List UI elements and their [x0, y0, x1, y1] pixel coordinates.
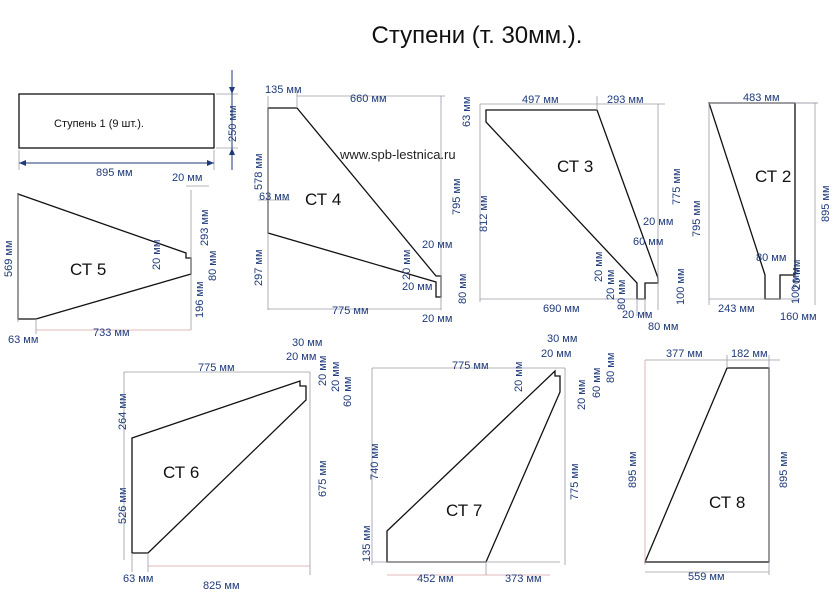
ct8-895b-label: 895 мм: [778, 451, 790, 488]
ct8-377-label: 377 мм: [666, 348, 703, 360]
ct4-20a-label: 20 мм: [422, 239, 452, 251]
step1-height-label: 250 мм: [227, 105, 239, 142]
page-title: Ступени (т. 30мм.).: [371, 22, 583, 49]
step1-label: Ступень 1 (9 шт.).: [54, 118, 144, 130]
ct3-690-label: 690 мм: [543, 303, 580, 315]
ct5-293-label: 293 мм: [199, 209, 211, 246]
ct5-outline: [17, 193, 192, 320]
ct6-name: СТ 6: [163, 463, 199, 482]
ct7-20c-label: 20 мм: [576, 380, 588, 410]
ct7-452-label: 452 мм: [417, 573, 454, 585]
ct3-812-label: 812 мм: [478, 195, 490, 232]
ct4-660-label: 660 мм: [350, 93, 387, 105]
ct7-135-label: 135 мм: [361, 525, 373, 562]
ct2-160-label: 160 мм: [780, 311, 817, 323]
ct6-30-label: 30 мм: [292, 337, 322, 349]
ct3-80a-label: 80 мм: [616, 280, 628, 310]
ct5-20b-label: 20 мм: [151, 240, 163, 270]
ct4-20c-label: 20 мм: [422, 313, 452, 325]
ct8-182-label: 182 мм: [731, 348, 768, 360]
ct4-20b2-label: 20 мм: [402, 281, 432, 293]
ct5-group: 569 мм 20 мм 293 мм 20 мм 80 мм 196 мм 6…: [3, 172, 219, 346]
ct2-243-label: 243 мм: [718, 303, 755, 315]
ct6-675-label: 675 мм: [317, 460, 329, 497]
step1-width-label: 895 мм: [96, 167, 133, 179]
ct6-825-label: 825 мм: [203, 580, 240, 592]
ct4-578-label: 578 мм: [253, 153, 265, 190]
ct3-293-label: 293 мм: [607, 94, 644, 106]
ct8-559-label: 559 мм: [688, 571, 725, 583]
ct3-group: 63 мм 497 мм 293 мм 812 мм 775 мм 20 мм …: [461, 94, 687, 333]
ct3-20d-label: 20 мм: [622, 309, 652, 321]
ct2-895-label: 895 мм: [820, 185, 832, 222]
ct6-60-label: 60 мм: [342, 377, 354, 407]
ct3-20a-label: 20 мм: [643, 216, 673, 228]
ct7-740-label: 740 мм: [369, 443, 381, 480]
ct6-526-label: 526 мм: [117, 487, 129, 524]
ct2-100-label: 100 мм: [790, 267, 802, 304]
ct3-775-label: 775 мм: [671, 168, 683, 205]
ct5-80-label: 80 мм: [207, 251, 219, 281]
ct7-outline: [386, 369, 561, 563]
ct8-name: СТ 8: [709, 493, 745, 512]
ct4-135-label: 135 мм: [265, 84, 302, 96]
ct7-60-label: 60 мм: [591, 368, 603, 398]
website-url: www.spb-lestnica.ru: [340, 147, 456, 162]
ct7-20b-label: 20 мм: [513, 362, 525, 392]
ct4-297-label: 297 мм: [253, 249, 265, 286]
ct2-795-label: 795 мм: [691, 200, 703, 237]
ct2-80-label: 80 мм: [756, 252, 786, 264]
ct7-name: СТ 7: [446, 501, 482, 520]
ct3-20c-label: 20 мм: [605, 270, 617, 300]
ct8-outline: [644, 367, 770, 563]
ct3-497-label: 497 мм: [522, 94, 559, 106]
ct7-30-label: 30 мм: [547, 333, 577, 345]
ct4-name: СТ 4: [305, 190, 341, 209]
ct6-63-label: 63 мм: [123, 573, 153, 585]
ct2-20-label: 20 мм: [791, 260, 803, 290]
ct7-group: 775 мм 30 мм 20 мм 20 мм 20 мм 60 мм 80 …: [361, 333, 617, 585]
ct4-795-label: 795 мм: [451, 178, 463, 215]
ct2-outline: [708, 102, 796, 300]
ct7-775b-label: 775 мм: [569, 463, 581, 500]
ct2-name: СТ 2: [755, 167, 791, 186]
ct3-name: СТ 3: [557, 157, 593, 176]
step1-outline: [18, 93, 215, 149]
ct6-20b-label: 20 мм: [317, 356, 329, 386]
step1-group: Ступень 1 (9 шт.). 895 мм 250 мм: [18, 70, 239, 179]
ct8-group: 377 мм 182 мм 895 мм 895 мм 559 мм СТ 8: [627, 348, 790, 583]
ct6-20c-label: 20 мм: [330, 362, 342, 392]
ct4-group: 135 мм 660 мм 578 мм 63 мм 297 мм 795 мм…: [253, 84, 469, 325]
ct3-100-label: 100 мм: [675, 268, 687, 305]
ct5-569-label: 569 мм: [3, 240, 15, 277]
ct7-80-label: 80 мм: [605, 353, 617, 383]
ct5-63-label: 63 мм: [8, 334, 38, 346]
ct6-group: 775 мм 30 мм 20 мм 20 мм 20 мм 60 мм 264…: [117, 337, 354, 592]
ct7-373-label: 373 мм: [505, 573, 542, 585]
ct3-63-label: 63 мм: [461, 97, 473, 127]
ct3-20b-label: 20 мм: [593, 252, 605, 282]
ct2-483-label: 483 мм: [743, 92, 780, 104]
ct6-20a-label: 20 мм: [286, 351, 316, 363]
ct4-63-label: 63 мм: [259, 191, 289, 203]
ct3-outline: [485, 109, 659, 300]
ct6-outline: [131, 380, 307, 554]
ct6-775-label: 775 мм: [198, 362, 235, 374]
ct7-775a-label: 775 мм: [452, 360, 489, 372]
ct7-20a-label: 20 мм: [541, 348, 571, 360]
ct5-20a-label: 20 мм: [172, 172, 202, 184]
ct2-group: 483 мм 795 мм 895 мм 80 мм 20 мм 100 мм …: [691, 92, 832, 323]
ct4-outline: [267, 107, 442, 298]
ct3-80b-label: 80 мм: [648, 321, 678, 333]
ct6-264-label: 264 мм: [117, 393, 129, 430]
ct5-196-label: 196 мм: [194, 281, 206, 318]
ct4-80-label: 80 мм: [457, 274, 469, 304]
ct4-20b-label: 20 мм: [401, 250, 413, 280]
ct4-775-label: 775 мм: [332, 305, 369, 317]
ct8-895a-label: 895 мм: [627, 451, 639, 488]
ct3-60-label: 60 мм: [633, 236, 663, 248]
ct5-name: СТ 5: [70, 260, 106, 279]
ct5-733-label: 733 мм: [93, 327, 130, 339]
